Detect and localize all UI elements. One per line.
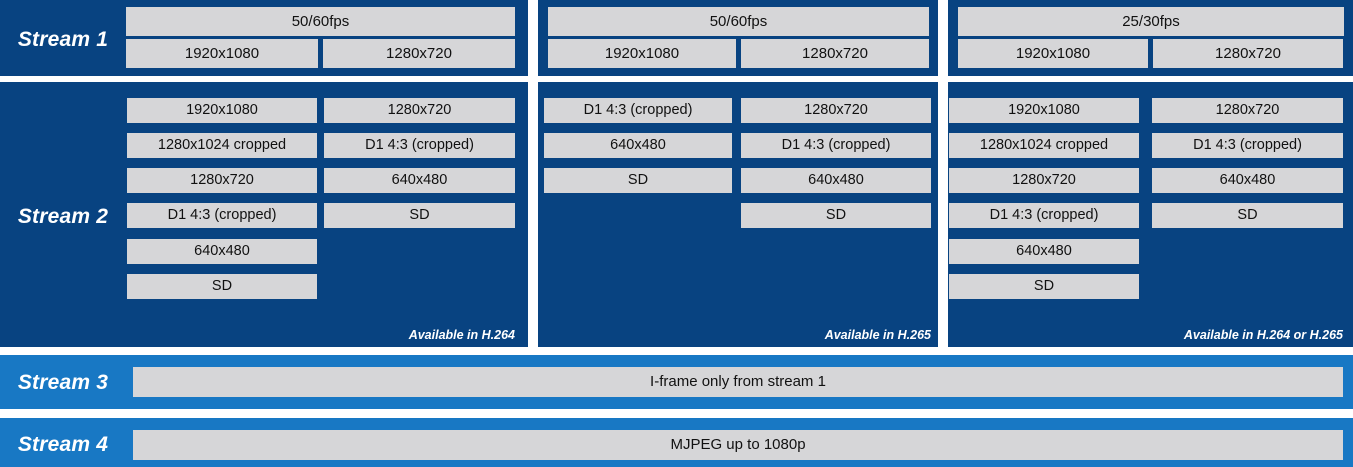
stream1-col1-fps: 50/60fps [126, 7, 515, 36]
stream2-col3-availability: Available in H.264 or H.265 [1183, 328, 1343, 342]
stream2-col3-left-box-4: D1 4:3 (cropped) [949, 203, 1139, 228]
stream3-content-box: I-frame only from stream 1 [133, 367, 1343, 397]
stream2-col3-right-box-1: 1280x720 [1152, 98, 1343, 123]
stream2-col2-left-box-3: SD [544, 168, 732, 193]
stream2-col1-left-box-6: SD [127, 274, 317, 299]
stream2-col3-right-box-4: SD [1152, 203, 1343, 228]
stream2-col1-left-box-5: 640x480 [127, 239, 317, 264]
stream2-col1-right-box-2: D1 4:3 (cropped) [324, 133, 515, 158]
stream2-col1-left-box-2: 1280x1024 cropped [127, 133, 317, 158]
stream2-col3-right-box-3: 640x480 [1152, 168, 1343, 193]
stream1-label: Stream 1 [17, 28, 109, 51]
stream1-col2-fps: 50/60fps [548, 7, 929, 36]
stream2-col1-left-box-4: D1 4:3 (cropped) [127, 203, 317, 228]
stream1-col3-res-2: 1280x720 [1153, 39, 1343, 68]
stream2-col2-left-box-1: D1 4:3 (cropped) [544, 98, 732, 123]
stream1-col3-res-1: 1920x1080 [958, 39, 1148, 68]
stream3-label: Stream 3 [17, 371, 109, 394]
stream2-col2-availability: Available in H.265 [824, 328, 931, 342]
stream2-col1-right-box-3: 640x480 [324, 168, 515, 193]
stream2-col2-right-box-2: D1 4:3 (cropped) [741, 133, 931, 158]
stream4-label: Stream 4 [17, 433, 109, 456]
stream2-col2-right-box-4: SD [741, 203, 931, 228]
stream2-col2-right-box-1: 1280x720 [741, 98, 931, 123]
stream2-label: Stream 2 [17, 205, 109, 228]
stream2-col3-right-box-2: D1 4:3 (cropped) [1152, 133, 1343, 158]
stream2-col3-left-box-1: 1920x1080 [949, 98, 1139, 123]
stream1-col3-fps: 25/30fps [958, 7, 1344, 36]
stream1-col1-res-1: 1920x1080 [126, 39, 318, 68]
stream2-col1-left-box-3: 1280x720 [127, 168, 317, 193]
stream2-col1-left-box-1: 1920x1080 [127, 98, 317, 123]
stream2-col1-right-box-4: SD [324, 203, 515, 228]
stream2-col1-availability: Available in H.264 [408, 328, 515, 342]
stream2-col3-left-box-3: 1280x720 [949, 168, 1139, 193]
stream1-col2-res-2: 1280x720 [741, 39, 929, 68]
stream1-col2-res-1: 1920x1080 [548, 39, 736, 68]
stream2-col2-right-box-3: 640x480 [741, 168, 931, 193]
stream2-col3-left-box-6: SD [949, 274, 1139, 299]
stream2-col1-right-box-1: 1280x720 [324, 98, 515, 123]
stream2-col3-left-box-5: 640x480 [949, 239, 1139, 264]
stream1-col1-res-2: 1280x720 [323, 39, 515, 68]
stream2-col3-left-box-2: 1280x1024 cropped [949, 133, 1139, 158]
stream2-col2-left-box-2: 640x480 [544, 133, 732, 158]
stream4-content-box: MJPEG up to 1080p [133, 430, 1343, 460]
